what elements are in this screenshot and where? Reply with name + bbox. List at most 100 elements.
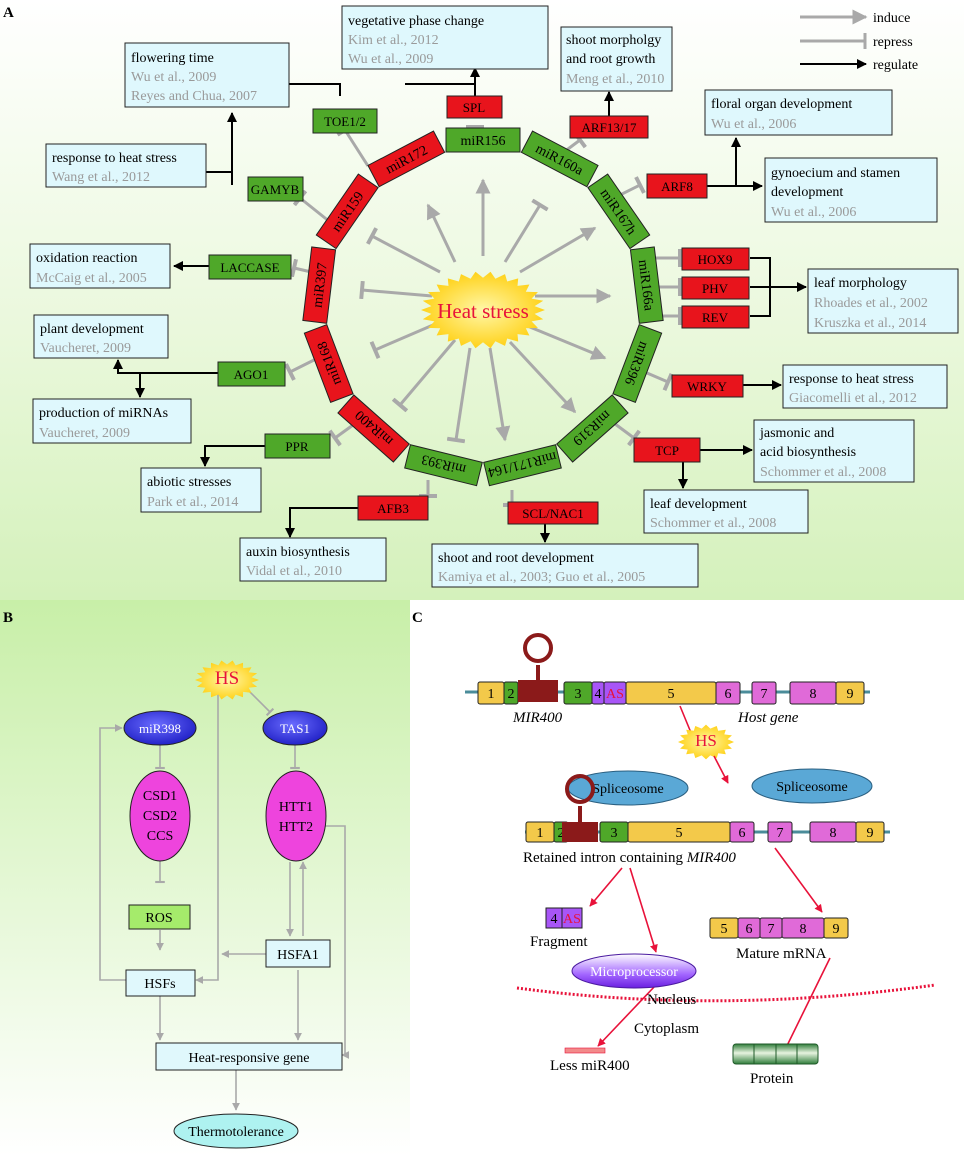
panel-b: HS miR398 TAS1 CSD1 CSD2 CCS HTT1 HTT2 R… bbox=[99, 660, 350, 1149]
target-gamyb: GAMYB bbox=[251, 182, 300, 197]
svg-text:Thermotolerance: Thermotolerance bbox=[188, 1125, 284, 1140]
svg-text:5: 5 bbox=[668, 687, 675, 702]
mature-mrna-label: Mature mRNA bbox=[736, 946, 827, 962]
legend-repress: repress bbox=[873, 35, 913, 50]
svg-text:8: 8 bbox=[800, 922, 807, 937]
panel-label-c: C bbox=[412, 610, 423, 626]
svg-text:ROS: ROS bbox=[145, 911, 172, 926]
svg-text:Rhoades et al., 2002: Rhoades et al., 2002 bbox=[814, 296, 928, 311]
svg-text:HTT2: HTT2 bbox=[279, 820, 313, 835]
mir400-label: MIR400 bbox=[512, 710, 563, 726]
svg-text:Vidal et al., 2010: Vidal et al., 2010 bbox=[246, 564, 342, 579]
svg-text:9: 9 bbox=[847, 687, 854, 702]
svg-text:Kamiya et al., 2003; Guo et al: Kamiya et al., 2003; Guo et al., 2005 bbox=[438, 570, 645, 585]
outcome-floral-organ: floral organ development bbox=[711, 97, 852, 112]
svg-text:1: 1 bbox=[537, 826, 544, 841]
less-mir400-strand bbox=[564, 1047, 606, 1054]
outcome-heat-stress-2: response to heat stress bbox=[789, 372, 914, 387]
hs-sun-c bbox=[678, 724, 734, 760]
target-toe1-2: TOE1/2 bbox=[324, 114, 366, 129]
svg-text:Spliceosome: Spliceosome bbox=[776, 780, 848, 795]
svg-text:Giacomelli et al., 2012: Giacomelli et al., 2012 bbox=[789, 391, 917, 406]
svg-text:and root growth: and root growth bbox=[566, 52, 655, 67]
svg-text:Wang et al., 2012: Wang et al., 2012 bbox=[52, 170, 150, 185]
mir398-node bbox=[123, 710, 197, 746]
target-phv: PHV bbox=[702, 281, 729, 296]
mirna-ring: miR156miR160amiR167hmiR166amiR396miR319m… bbox=[302, 127, 664, 487]
outcome-plant-development: plant development bbox=[40, 322, 144, 337]
svg-text:CCS: CCS bbox=[147, 829, 173, 844]
outcome-heat-stress-1: response to heat stress bbox=[52, 151, 177, 166]
outcome-leaf-development: leaf development bbox=[650, 497, 747, 512]
svg-text:CSD1: CSD1 bbox=[143, 789, 177, 804]
svg-text:HSFA1: HSFA1 bbox=[277, 948, 319, 963]
svg-text:4: 4 bbox=[551, 912, 558, 927]
protein bbox=[732, 1043, 819, 1065]
heat-stress-sun bbox=[421, 271, 545, 349]
svg-text:Park et al., 2014: Park et al., 2014 bbox=[147, 495, 238, 510]
svg-text:Microprocessor: Microprocessor bbox=[590, 965, 678, 980]
svg-text:Reyes and Chua, 2007: Reyes and Chua, 2007 bbox=[131, 89, 257, 104]
svg-text:Kruszka et al., 2014: Kruszka et al., 2014 bbox=[814, 316, 926, 331]
svg-text:4: 4 bbox=[595, 687, 602, 702]
outcome-auxin: auxin biosynthesis bbox=[246, 545, 350, 560]
mirna-mir172: miR172 bbox=[367, 130, 446, 188]
mirna-mir397: miR397 bbox=[302, 246, 337, 324]
svg-text:Vaucheret, 2009: Vaucheret, 2009 bbox=[39, 426, 130, 441]
svg-text:miR397: miR397 bbox=[311, 262, 331, 309]
protein-label: Protein bbox=[750, 1071, 794, 1087]
svg-text:Wu et al., 2009: Wu et al., 2009 bbox=[348, 52, 433, 67]
nucleus-label: Nucleus bbox=[647, 992, 696, 1008]
svg-text:8: 8 bbox=[810, 687, 817, 702]
target-spl: SPL bbox=[463, 100, 485, 115]
svg-text:Heat-responsive gene: Heat-responsive gene bbox=[189, 1051, 310, 1066]
outcome-flowering-time: flowering time bbox=[131, 51, 214, 66]
svg-text:7: 7 bbox=[761, 687, 768, 702]
exon bbox=[855, 821, 885, 843]
ros-node bbox=[128, 904, 191, 930]
target-ago1: AGO1 bbox=[234, 367, 269, 382]
hs-label-b: HS bbox=[215, 668, 239, 689]
hs-label-c: HS bbox=[695, 731, 717, 750]
svg-text:7: 7 bbox=[768, 922, 775, 937]
svg-text:HSFs: HSFs bbox=[144, 977, 175, 992]
target-scl-nac1: SCL/NAC1 bbox=[522, 506, 583, 521]
heat-stress-spokes bbox=[284, 123, 682, 507]
svg-text:acid biosynthesis: acid biosynthesis bbox=[760, 445, 856, 460]
thermotolerance-node bbox=[173, 1113, 299, 1149]
csd-node bbox=[129, 770, 191, 862]
outcome-production-mirnas: production of miRNAs bbox=[39, 406, 168, 421]
svg-text:5: 5 bbox=[676, 826, 683, 841]
exon bbox=[729, 821, 755, 843]
svg-text:6: 6 bbox=[739, 826, 746, 841]
exon bbox=[823, 917, 849, 939]
hs-sun-b bbox=[195, 660, 259, 700]
svg-text:miR156: miR156 bbox=[460, 134, 505, 149]
exon bbox=[767, 821, 793, 843]
svg-text:Meng et al., 2010: Meng et al., 2010 bbox=[566, 72, 664, 87]
svg-text:3: 3 bbox=[575, 687, 582, 702]
svg-text:3: 3 bbox=[611, 826, 618, 841]
outcome-shoot-morphology: shoot morpholgy bbox=[566, 33, 661, 48]
heat-responsive-gene-node bbox=[155, 1042, 343, 1071]
svg-text:2: 2 bbox=[558, 826, 565, 841]
target-afb3: AFB3 bbox=[377, 501, 409, 516]
legend-induce: induce bbox=[873, 11, 910, 26]
svg-text:2: 2 bbox=[508, 687, 515, 702]
mirna-mir166a: miR166a bbox=[629, 246, 664, 324]
target-ppr: PPR bbox=[285, 439, 308, 454]
svg-text:8: 8 bbox=[830, 826, 837, 841]
outcome-oxidation: oxidation reaction bbox=[36, 251, 137, 266]
svg-text:7: 7 bbox=[777, 826, 784, 841]
svg-text:development: development bbox=[771, 185, 843, 200]
htt-node bbox=[265, 770, 327, 862]
fragment-as bbox=[561, 907, 583, 929]
mirna-mir168: miR168 bbox=[303, 324, 354, 403]
outcome-shoot-root: shoot and root development bbox=[438, 551, 594, 566]
